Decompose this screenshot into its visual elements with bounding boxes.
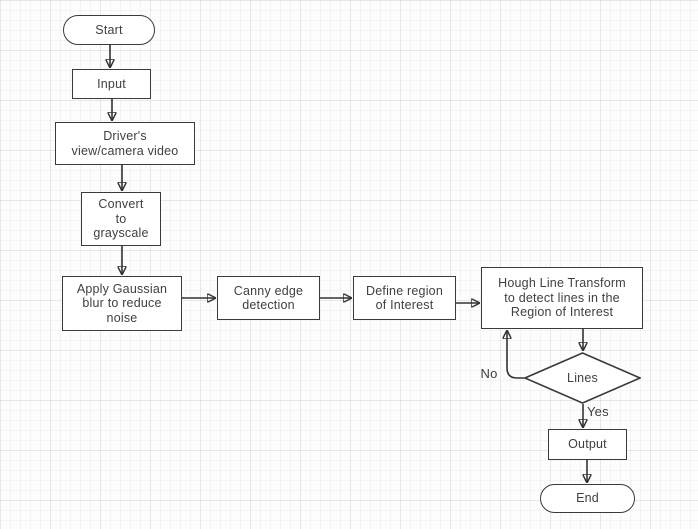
edge-label-yes: Yes [587,404,609,419]
node-input-label: Input [97,76,126,91]
node-hough-transform: Hough Line Transform to detect lines in … [481,267,643,329]
node-define-roi: Define region of Interest [353,276,456,320]
node-end: End [540,484,635,513]
node-convert-grayscale-label: Convert to grayscale [93,197,149,241]
edge-lines-hough-no [507,330,524,379]
edge-label-no: No [480,366,498,381]
diamond-shape [524,352,641,404]
node-driver-view-label: Driver's view/camera video [71,129,179,158]
node-gaussian-blur-label: Apply Gaussian blur to reduce noise [76,281,168,325]
node-end-label: End [576,491,599,506]
node-gaussian-blur: Apply Gaussian blur to reduce noise [62,276,182,331]
node-input: Input [72,69,151,99]
node-start-label: Start [95,22,123,37]
node-lines-decision-label: Lines [567,370,598,385]
node-output: Output [548,429,627,460]
node-output-label: Output [568,437,607,452]
node-lines-decision: Lines [524,352,641,404]
node-start: Start [63,15,155,45]
node-define-roi-label: Define region of Interest [366,283,443,313]
node-hough-transform-label: Hough Line Transform to detect lines in … [498,276,626,320]
node-driver-view: Driver's view/camera video [55,122,195,165]
node-convert-grayscale: Convert to grayscale [81,192,161,246]
node-canny-edge-label: Canny edge detection [233,283,304,313]
node-canny-edge: Canny edge detection [217,276,320,320]
